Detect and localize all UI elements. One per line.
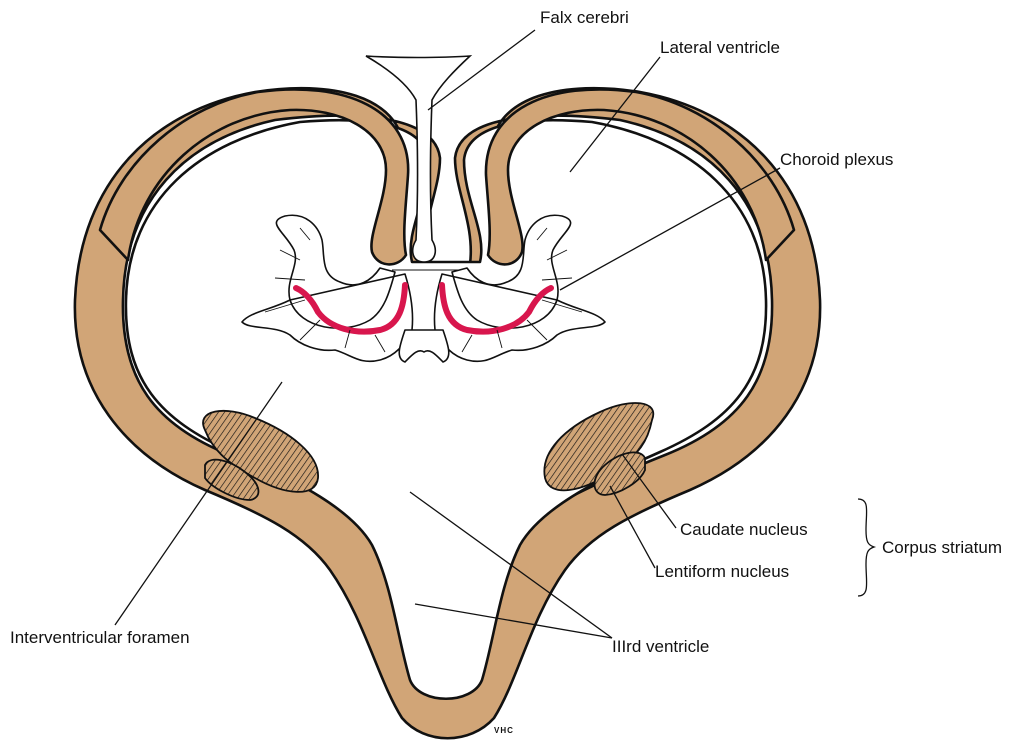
artist-signature: VHC [494, 726, 514, 735]
label-lateral-ventricle: Lateral ventricle [660, 38, 780, 57]
corpus-striatum-brace [858, 499, 874, 596]
label-choroid-plexus: Choroid plexus [780, 150, 893, 169]
label-lentiform-nucleus: Lentiform nucleus [655, 562, 789, 581]
label-falx-cerebri: Falx cerebri [540, 8, 629, 27]
label-interventricular-foramen: Interventricular foramen [10, 628, 190, 647]
label-third-ventricle: IIIrd ventricle [612, 637, 709, 656]
label-corpus-striatum: Corpus striatum [882, 538, 1002, 557]
ventricular-cavity [126, 120, 766, 699]
label-caudate-nucleus: Caudate nucleus [680, 520, 808, 539]
